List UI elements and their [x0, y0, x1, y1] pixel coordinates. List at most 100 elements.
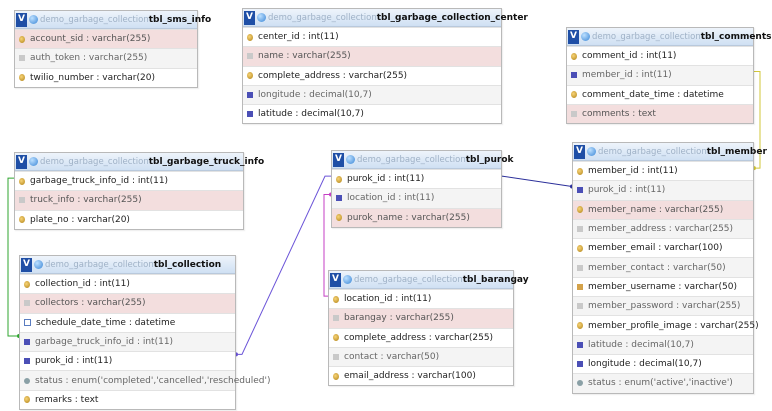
- column-row[interactable]: member_id : int(11): [573, 161, 753, 180]
- toggle-view-button[interactable]: V: [21, 257, 32, 272]
- column-row[interactable]: member_address : varchar(255): [573, 218, 753, 239]
- key-icon: [333, 295, 339, 303]
- column-label: email_address : varchar(100): [344, 371, 476, 382]
- toggle-view-button[interactable]: V: [16, 154, 27, 169]
- column-row[interactable]: account_sid : varchar(255): [15, 29, 197, 49]
- column-row[interactable]: purok_id : int(11): [20, 351, 235, 370]
- column-row[interactable]: schedule_date_time : datetime: [20, 312, 235, 332]
- column-row[interactable]: member_profile_image : varchar(255): [573, 315, 759, 334]
- column-row[interactable]: member_email : varchar(100): [573, 238, 753, 257]
- column-row[interactable]: contact : varchar(50): [329, 346, 513, 367]
- key-icon: [247, 33, 253, 41]
- toggle-view-button[interactable]: V: [568, 29, 579, 44]
- database-name: demo_garbage_collection: [592, 31, 701, 42]
- column-row[interactable]: location_id : int(11): [329, 289, 513, 308]
- table-name[interactable]: tbl_collection: [153, 259, 222, 270]
- text-field-icon: [571, 111, 577, 118]
- database-icon: [587, 147, 596, 156]
- column-row[interactable]: garbage_truck_info_id : int(11): [15, 171, 243, 190]
- column-label: center_id : int(11): [258, 32, 339, 43]
- column-row[interactable]: barangay : varchar(255): [329, 308, 513, 328]
- column-label: latitude : decimal(10,7): [258, 109, 364, 120]
- column-row[interactable]: remarks : text: [20, 389, 235, 409]
- column-row[interactable]: longitude : decimal(10,7): [573, 353, 753, 373]
- table-name[interactable]: tbl_garbage_truck_info: [148, 156, 265, 167]
- column-label: location_id : int(11): [347, 193, 435, 204]
- column-row[interactable]: email_address : varchar(100): [329, 366, 513, 385]
- table-name[interactable]: tbl_purok: [465, 154, 514, 165]
- column-row[interactable]: purok_id : int(11): [332, 169, 501, 188]
- column-row[interactable]: member_id : int(11): [567, 65, 753, 85]
- column-row[interactable]: collectors : varchar(255): [20, 293, 235, 313]
- column-row[interactable]: member_password : varchar(255): [573, 296, 753, 316]
- toggle-view-button[interactable]: V: [333, 152, 344, 167]
- table-name[interactable]: tbl_garbage_collection_center: [376, 12, 528, 23]
- toggle-view-button[interactable]: V: [574, 144, 585, 159]
- column-row[interactable]: latitude : decimal(10,7): [573, 334, 753, 354]
- column-row[interactable]: center_id : int(11): [243, 27, 501, 46]
- key-icon: [19, 35, 25, 43]
- column-row[interactable]: member_contact : varchar(50): [573, 257, 753, 277]
- column-row[interactable]: comment_date_time : datetime: [567, 84, 753, 104]
- column-row[interactable]: comments : text: [567, 103, 753, 124]
- index-icon: [577, 283, 583, 290]
- table-name[interactable]: tbl_sms_info: [148, 14, 212, 25]
- key-icon: [577, 322, 583, 330]
- column-row[interactable]: truck_info : varchar(255): [15, 190, 243, 210]
- column-row[interactable]: member_username : varchar(50): [573, 276, 753, 296]
- table-name[interactable]: tbl_comments: [700, 31, 772, 42]
- column-label: twilio_number : varchar(20): [30, 72, 155, 83]
- column-label: complete_address : varchar(255): [258, 70, 408, 81]
- column-row[interactable]: garbage_truck_info_id : int(11): [20, 331, 235, 352]
- column-label: latitude : decimal(10,7): [588, 339, 694, 350]
- column-row[interactable]: purok_id : int(11): [573, 180, 753, 200]
- column-row[interactable]: status : enum('active','inactive'): [573, 373, 753, 393]
- column-row[interactable]: comment_id : int(11): [567, 46, 753, 65]
- column-label: location_id : int(11): [344, 294, 432, 305]
- column-label: comments : text: [582, 109, 656, 120]
- column-row[interactable]: latitude : decimal(10,7): [243, 104, 501, 123]
- column-label: remarks : text: [35, 394, 99, 405]
- column-row[interactable]: complete_address : varchar(255): [243, 65, 501, 85]
- table-name[interactable]: tbl_member: [706, 146, 767, 157]
- key-icon: [577, 167, 583, 175]
- column-row[interactable]: auth_token : varchar(255): [15, 48, 197, 68]
- column-row[interactable]: collection_id : int(11): [20, 274, 235, 293]
- column-label: member_address : varchar(255): [588, 224, 734, 235]
- toggle-view-button[interactable]: V: [330, 272, 341, 287]
- database-name: demo_garbage_collection: [40, 156, 149, 167]
- foreign-key-icon: [24, 358, 30, 365]
- table-name[interactable]: tbl_barangay: [462, 274, 529, 285]
- column-row[interactable]: purok_name : varchar(255): [332, 207, 501, 227]
- column-row[interactable]: complete_address : varchar(255): [329, 327, 513, 347]
- column-row[interactable]: location_id : int(11): [332, 188, 501, 208]
- toggle-view-button[interactable]: V: [244, 10, 255, 25]
- database-icon: [34, 260, 43, 269]
- toggle-view-button[interactable]: V: [16, 12, 27, 27]
- column-row[interactable]: plate_no : varchar(20): [15, 209, 243, 229]
- column-row[interactable]: longitude : decimal(10,7): [243, 84, 501, 105]
- key-icon: [24, 396, 30, 404]
- column-row[interactable]: twilio_number : varchar(20): [15, 67, 197, 87]
- column-label: collection_id : int(11): [35, 279, 130, 290]
- column-row[interactable]: name : varchar(255): [243, 46, 501, 66]
- column-label: member_id : int(11): [582, 70, 672, 81]
- column-row[interactable]: status : enum('completed','cancelled','r…: [20, 370, 270, 390]
- column-row[interactable]: member_name : varchar(255): [573, 199, 753, 219]
